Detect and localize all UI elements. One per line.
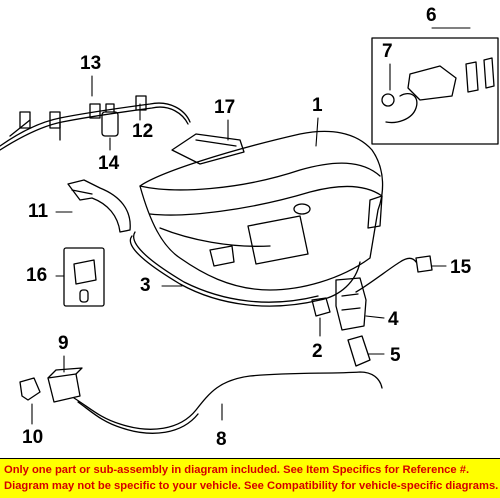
callout-8: 8 (216, 429, 227, 450)
callout-3: 3 (140, 275, 151, 296)
callout-16: 16 (26, 265, 48, 286)
clip-drawing (19, 377, 41, 401)
callout-2: 2 (312, 341, 323, 362)
callout-5: 5 (390, 345, 401, 366)
parts-diagram (0, 27, 499, 434)
latch-assembly-drawing (335, 255, 433, 331)
callout-7: 7 (382, 41, 393, 62)
callout-17: 17 (214, 97, 236, 118)
callout-12: 12 (132, 121, 154, 142)
callout-15: 15 (450, 257, 472, 278)
bracket-drawing (347, 335, 371, 367)
leader-lines (31, 27, 471, 425)
callout-11: 11 (28, 201, 49, 222)
callout-9: 9 (58, 333, 69, 354)
hinge-drawing (67, 179, 131, 233)
lock-cylinder-kit-drawing (371, 37, 499, 145)
disclaimer-banner: Only one part or sub-assembly in diagram… (0, 458, 500, 498)
lamp-socket-drawing (63, 247, 105, 307)
bulb-socket-drawing (101, 103, 119, 137)
disclaimer-line-2: Diagram may not be specific to your vehi… (4, 480, 499, 492)
callout-10: 10 (22, 427, 44, 448)
callout-6: 6 (426, 5, 437, 26)
callout-1: 1 (312, 95, 323, 116)
striker-drawing (311, 297, 331, 317)
wire-harness-drawing (0, 95, 191, 151)
disclaimer-line-1: Only one part or sub-assembly in diagram… (4, 464, 470, 476)
lamp-handle-drawing (171, 133, 245, 165)
weatherstrip-drawing (129, 231, 361, 307)
callout-4: 4 (388, 309, 399, 330)
trunk-lid-drawing (139, 130, 384, 291)
switch-drawing (47, 367, 83, 403)
callout-14: 14 (98, 153, 120, 174)
callout-13: 13 (80, 53, 102, 74)
release-cable-drawing (73, 371, 383, 434)
